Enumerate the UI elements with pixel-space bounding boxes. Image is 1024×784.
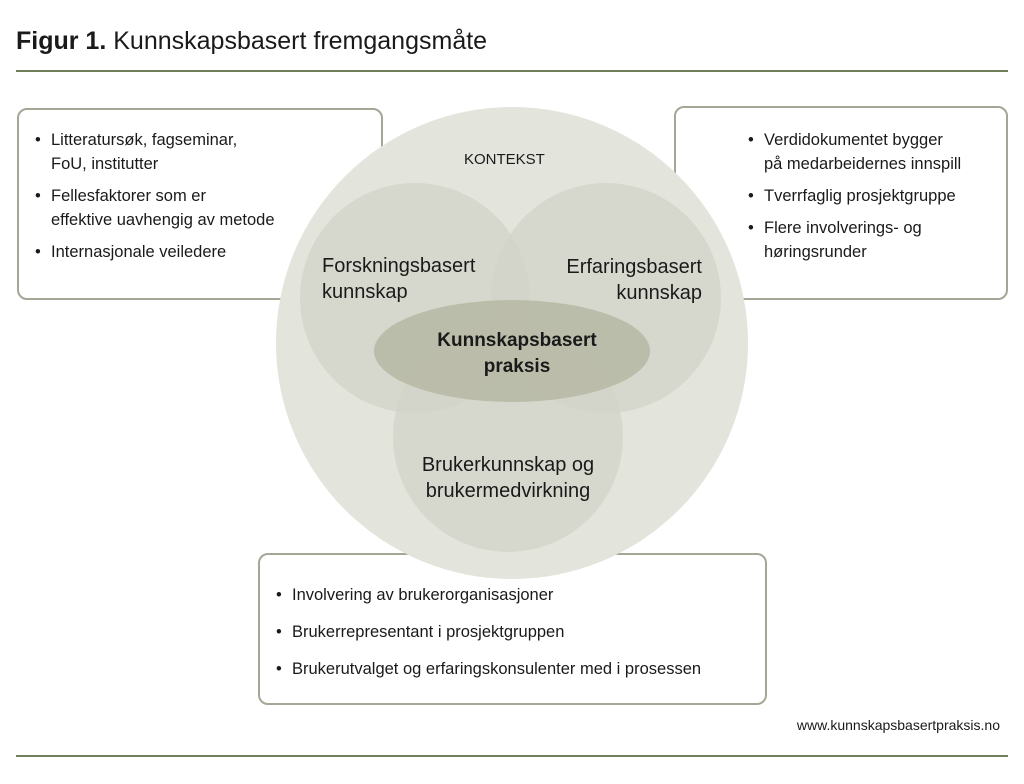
list-item: Internasjonale veiledere <box>35 240 381 264</box>
figure-title: Figur 1. Kunnskapsbasert fremgangsmåte <box>16 26 487 56</box>
context-label: KONTEKST <box>464 151 545 168</box>
figure-title-text: Kunnskapsbasert fremgangsmåte <box>113 27 488 55</box>
top-rule <box>16 70 1008 72</box>
list-item: Tverrfaglig prosjektgruppe <box>748 184 1006 208</box>
bottom-rule <box>16 755 1008 757</box>
source-url: www.kunnskapsbasertpraksis.no <box>796 717 1000 733</box>
practice-ellipse <box>374 300 650 402</box>
figure-number: Figur 1. <box>16 27 107 55</box>
list-item: Brukerrepresentant i prosjektgruppen <box>276 620 765 644</box>
list-item: Brukerutvalget og erfaringskonsulenter m… <box>276 657 765 681</box>
list-item: Litteratursøk, fagseminar,FoU, institutt… <box>35 128 381 176</box>
list-item: Involvering av brukerorganisasjoner <box>276 583 765 607</box>
